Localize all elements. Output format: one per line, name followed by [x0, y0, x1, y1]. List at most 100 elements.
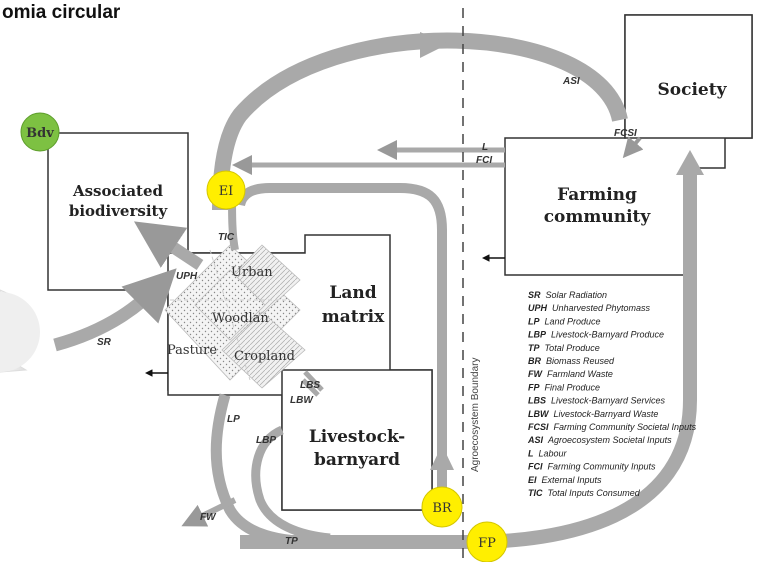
region-cropland: Cropland — [234, 349, 295, 364]
associated-biodiversity-title-2: biodiversity — [69, 202, 169, 220]
legend-abbr: UPH — [528, 303, 548, 313]
legend-abbr: L — [528, 448, 534, 458]
legend-item: EI External Inputs — [528, 475, 602, 485]
legend-text: Unharvested Phytomass — [552, 303, 651, 313]
legend-item: LP Land Produce — [528, 316, 601, 326]
legend-text: Total Inputs Consumed — [548, 488, 641, 498]
legend-item: LBS Livestock-Barnyard Services — [528, 396, 666, 406]
legend-abbr: TP — [528, 343, 540, 353]
label-lbp: LBP — [256, 435, 276, 446]
legend-abbr: SR — [528, 290, 541, 300]
label-uph: UPH — [176, 271, 198, 282]
legend-text: Farmland Waste — [547, 369, 613, 379]
svg-text:Bdv: Bdv — [26, 126, 54, 141]
legend-abbr: EI — [528, 475, 537, 485]
legend-item: TP Total Produce — [528, 343, 600, 353]
region-woodland: Woodlan — [212, 311, 269, 326]
legend-abbr: LBS — [528, 396, 546, 406]
flow-lbw — [301, 378, 320, 397]
land-matrix-title-2: matrix — [322, 307, 385, 327]
legend-item: L Labour — [528, 448, 568, 458]
node-br: BR — [421, 486, 463, 528]
node-bdv: Bdv — [20, 112, 60, 152]
legend-abbr: ASI — [527, 435, 544, 445]
label-lp: LP — [227, 414, 240, 425]
label-fw: FW — [200, 512, 217, 523]
society-box — [624, 14, 753, 139]
society-title: Society — [658, 80, 728, 100]
svg-text:FP: FP — [478, 536, 496, 551]
legend-abbr: LP — [528, 316, 540, 326]
label-fci: FCI — [476, 155, 492, 166]
flow-fcsi — [622, 136, 644, 159]
label-l: L — [482, 142, 488, 153]
flow-uph — [133, 221, 204, 271]
legend-text: External Inputs — [542, 475, 603, 485]
flow-asi — [212, 32, 628, 211]
land-matrix-diamond — [164, 244, 306, 389]
livestock-barnyard-title-2: barnyard — [314, 450, 400, 470]
legend-item: TIC Total Inputs Consumed — [528, 488, 641, 498]
flow-br — [235, 183, 447, 510]
legend-text: Farming Community Inputs — [548, 462, 657, 472]
legend-text: Land Produce — [545, 316, 601, 326]
figure-title: omia circular — [2, 2, 121, 23]
label-fcsi: FCSI — [614, 128, 637, 139]
boundary-label: Agroecosystem Boundary — [470, 357, 481, 472]
legend-text: Livestock-Barnyard Services — [551, 396, 666, 406]
asi-arrowhead — [420, 32, 448, 58]
livestock-barnyard-title: Livestock- — [309, 427, 405, 447]
legend-text: Labour — [539, 448, 568, 458]
flow-lbp — [251, 425, 331, 543]
br-arrowhead — [430, 445, 454, 470]
label-tp: TP — [285, 536, 298, 547]
legend-abbr: FCSI — [528, 422, 549, 432]
legend-abbr: LBW — [528, 409, 550, 419]
flow-lbs — [303, 370, 324, 392]
farming-community-title: Farming — [557, 185, 637, 205]
region-urban: Urban — [231, 265, 273, 280]
farming-community-title-2: community — [544, 207, 652, 227]
legend-text: Farming Community Societal Inputs — [554, 422, 697, 432]
legend-text: Solar Radiation — [546, 290, 608, 300]
label-asi: ASI — [562, 76, 580, 87]
legend-item: BR Biomass Reused — [528, 356, 615, 366]
node-fp: FP — [466, 521, 508, 562]
legend-item: FP Final Produce — [528, 382, 600, 392]
land-matrix-title: Land — [329, 283, 376, 303]
legend-text: Livestock-Barnyard Produce — [551, 330, 664, 340]
region-pasture: Pasture — [167, 343, 217, 358]
legend-abbr: LBP — [528, 330, 547, 340]
legend-item: FCI Farming Community Inputs — [528, 462, 656, 472]
legend-text: Total Produce — [545, 343, 600, 353]
tp-arrowhead — [676, 150, 704, 175]
legend-item: UPH Unharvested Phytomass — [528, 303, 651, 313]
svg-text:EI: EI — [219, 184, 234, 199]
legend-item: LBP Livestock-Barnyard Produce — [528, 330, 664, 340]
legend-abbr: BR — [528, 356, 541, 366]
legend-abbr: FW — [528, 369, 543, 379]
legend-text: Biomass Reused — [546, 356, 615, 366]
legend-item: LBW Livestock-Barnyard Waste — [528, 409, 658, 419]
svg-text:BR: BR — [432, 501, 453, 516]
label-lbs: LBS — [300, 380, 320, 391]
legend-abbr: TIC — [528, 488, 543, 498]
legend-abbr: FP — [528, 382, 540, 392]
legend-item: FW Farmland Waste — [528, 369, 613, 379]
legend-text: Livestock-Barnyard Waste — [554, 409, 659, 419]
label-sr: SR — [97, 337, 112, 348]
legend-text: Final Produce — [545, 382, 601, 392]
associated-biodiversity-title: Associated — [72, 182, 164, 200]
sun-icon — [0, 289, 40, 373]
label-lbw: LBW — [290, 395, 314, 406]
flow-fw — [181, 497, 237, 527]
legend-item: SR Solar Radiation — [528, 290, 607, 300]
label-tic: TIC — [218, 232, 235, 243]
node-ei: EI — [206, 170, 246, 210]
legend-item: FCSI Farming Community Societal Inputs — [528, 422, 697, 432]
legend-text: Agroecosystem Societal Inputs — [547, 435, 672, 445]
legend-abbr: FCI — [528, 462, 543, 472]
